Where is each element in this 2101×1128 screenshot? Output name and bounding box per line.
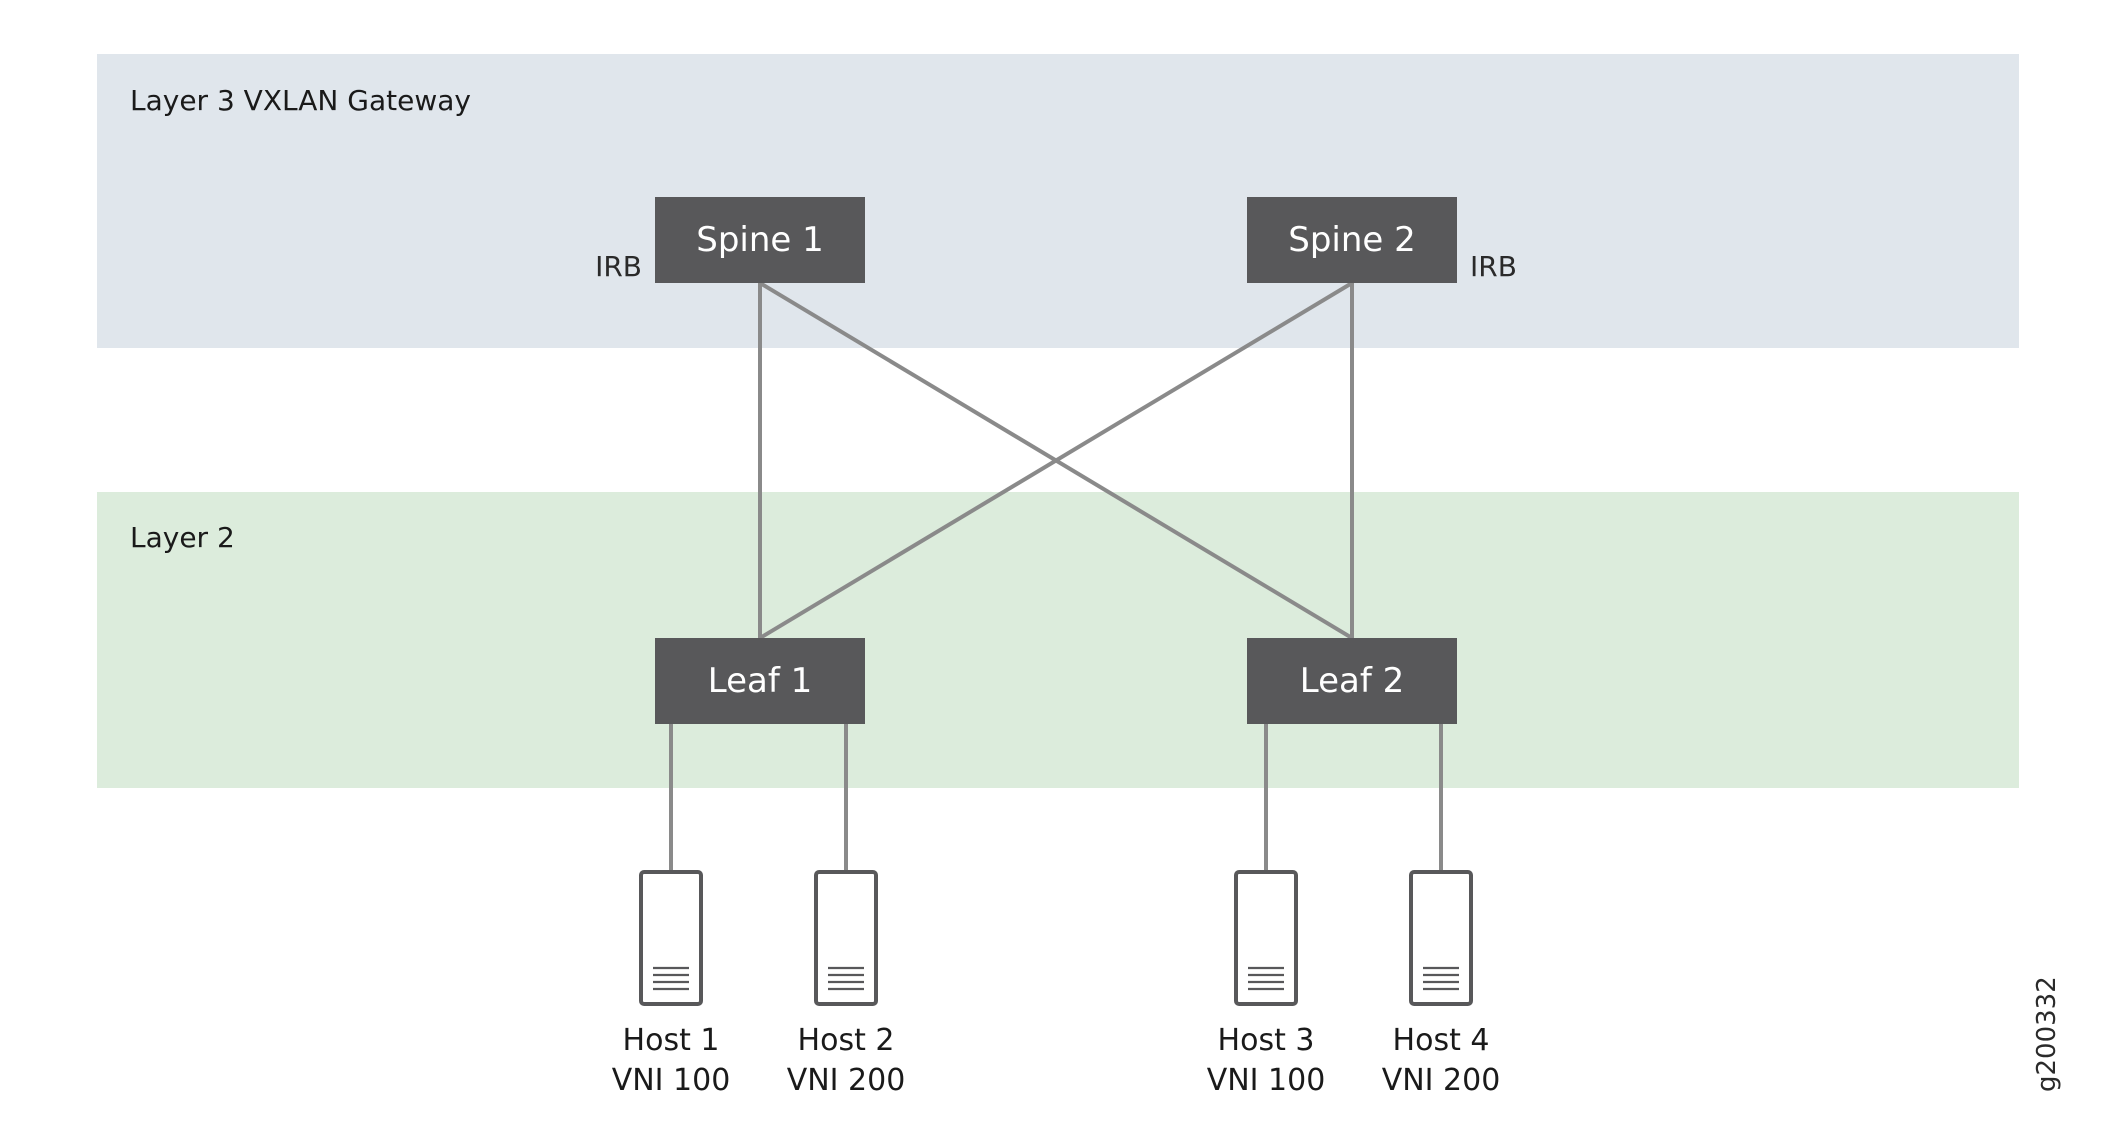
layer3-zone-label: Layer 3 VXLAN Gateway [130,84,471,117]
leaf-1-node: Leaf 1 [655,638,865,724]
leaf-2-box [1247,638,1457,724]
leaf-1-label: Leaf 1 [708,661,813,701]
spine-1-box [655,197,865,283]
host-1-vni: VNI 100 [612,1063,731,1098]
host-2-vni: VNI 200 [787,1063,906,1098]
server-icon [1234,870,1298,1006]
host-2: Host 2 VNI 200 [787,870,906,1098]
host-4-name: Host 4 [1393,1023,1490,1058]
spine-1-node: Spine 1 [655,197,865,283]
leaf-2-label: Leaf 2 [1300,661,1405,701]
spine-2-irb-label: IRB [1470,250,1517,283]
server-icon [639,870,703,1006]
host-3-name: Host 3 [1218,1023,1315,1058]
leaf-1-box [655,638,865,724]
layer3-zone [97,54,2019,348]
spine-2-box [1247,197,1457,283]
host-2-name: Host 2 [798,1023,895,1058]
host-3: Host 3 VNI 100 [1207,870,1326,1098]
spine-1-irb-label: IRB [595,250,642,283]
host-1-name: Host 1 [623,1023,720,1058]
spine-2-node: Spine 2 [1247,197,1457,283]
layer2-zone-label: Layer 2 [130,521,235,554]
spine-1-label: Spine 1 [696,220,824,260]
server-icon [814,870,878,1006]
host-1: Host 1 VNI 100 [612,870,731,1098]
server-icon [1409,870,1473,1006]
spine-2-label: Spine 2 [1288,220,1416,260]
link-spine2-leaf1 [758,281,1354,640]
layer2-zone [97,492,2019,788]
host-4: Host 4 VNI 200 [1382,870,1501,1098]
host-4-vni: VNI 200 [1382,1063,1501,1098]
leaf-2-node: Leaf 2 [1247,638,1457,724]
host-3-vni: VNI 100 [1207,1063,1326,1098]
figure-id: g200332 [2032,976,2062,1092]
